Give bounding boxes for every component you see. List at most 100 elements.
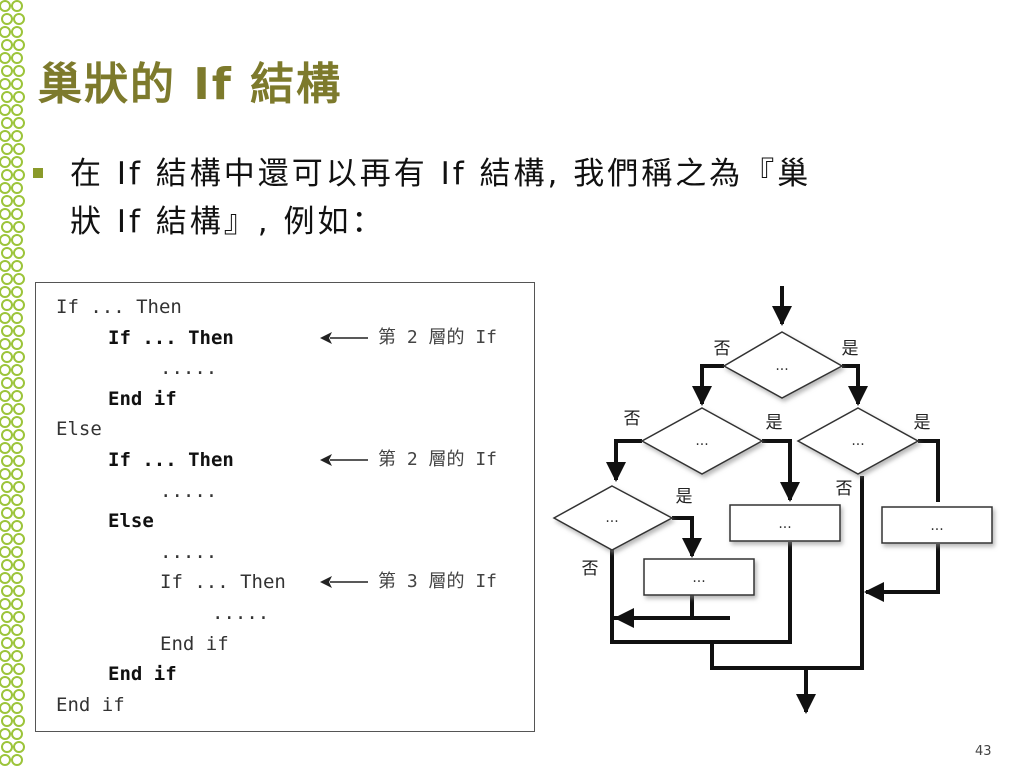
decorative-circle (0, 104, 11, 116)
decorative-circle (0, 234, 11, 246)
bullet-square-icon (33, 168, 43, 178)
decorative-circle (0, 468, 11, 480)
code-line: End if (160, 632, 229, 655)
decorative-circle (13, 91, 25, 103)
decorative-circle (1, 715, 13, 727)
decorative-circle (13, 351, 25, 363)
d2-yes-connector (762, 439, 800, 502)
d4-no-label: 否 (836, 479, 853, 499)
decorative-circle (1, 169, 13, 181)
decorative-circle (11, 442, 23, 454)
decorative-circle (0, 702, 11, 714)
decision-1-text: ... (775, 358, 788, 374)
code-line: ..... (160, 479, 218, 502)
code-line: If ... Then (160, 571, 286, 594)
decorative-circle (1, 585, 13, 597)
decorative-circle (13, 195, 25, 207)
bullet-text-line-1: 在 If 結構中還可以再有 If 結構, 我們稱之為『巢 (70, 156, 812, 192)
decorative-circle (11, 650, 23, 662)
decorative-circle (0, 156, 11, 168)
decorative-circle (0, 442, 11, 454)
decorative-circle (11, 702, 23, 714)
decorative-circle (11, 130, 23, 142)
d3-no-label: 否 (582, 559, 599, 579)
nested-if-flowchart: ... ... ... ... ... ... ... 否 是 否 是 是 否 … (552, 286, 993, 714)
decorative-circle (11, 52, 23, 64)
decorative-circle (1, 195, 13, 207)
decorative-circle (11, 416, 23, 428)
decorative-circle (13, 559, 25, 571)
decorative-circle (0, 598, 11, 610)
d1-yes-connector (842, 364, 868, 406)
code-line: Else (108, 510, 154, 533)
decorative-circle (11, 208, 23, 220)
p3-return-connector (614, 594, 694, 628)
decorative-circle (0, 208, 11, 220)
d4-yes-label: 是 (914, 413, 931, 433)
decorative-circle (1, 559, 13, 571)
decorative-circle (0, 78, 11, 90)
decorative-circle (1, 741, 13, 753)
decorative-circle (13, 39, 25, 51)
decorative-circle (11, 26, 23, 38)
decorative-circle (0, 624, 11, 636)
d3-yes-connector (672, 516, 702, 558)
decorative-circle (13, 429, 25, 441)
code-line: End if (56, 693, 125, 716)
d2-no-label: 否 (624, 409, 641, 429)
d4-yes-connector (918, 439, 940, 502)
code-line: End if (108, 387, 177, 410)
decorative-circle (13, 585, 25, 597)
decorative-circle (1, 247, 13, 259)
process-1-text: ... (778, 516, 791, 532)
decorative-circle (0, 260, 11, 272)
process-3-text: ... (692, 570, 705, 586)
process-box-2 (881, 506, 993, 544)
decorative-circle (1, 143, 13, 155)
decorative-circle (0, 546, 11, 558)
decorative-circle (13, 273, 25, 285)
decision-diamond-3 (552, 485, 674, 551)
process-2-text: ... (930, 518, 943, 534)
decorative-circle (13, 481, 25, 493)
code-line: ..... (212, 602, 270, 624)
decorative-circle (1, 221, 13, 233)
decorative-circle (11, 312, 23, 324)
decorative-circle (13, 117, 25, 129)
decorative-circle (13, 715, 25, 727)
decorative-circle (0, 416, 11, 428)
decision-diamond-1 (722, 331, 844, 399)
d4-no-connector (710, 476, 864, 670)
left-arrow-icon (320, 331, 368, 344)
p2-return-connector (864, 544, 940, 602)
decorative-circle (13, 299, 25, 311)
decorative-circle (13, 169, 25, 181)
decorative-circle (1, 65, 13, 77)
decorative-circle (13, 221, 25, 233)
decorative-circle (0, 650, 11, 662)
code-line: End if (108, 663, 177, 686)
decorative-circle (0, 390, 11, 402)
decorative-circle (11, 78, 23, 90)
decorative-circle (13, 455, 25, 467)
decorative-circle (0, 26, 11, 38)
level-annotation: 第 3 層的 If (378, 571, 498, 593)
decorative-circle (0, 52, 11, 64)
decorative-circle (11, 104, 23, 116)
decorative-circle (11, 182, 23, 194)
decorative-circle (13, 247, 25, 259)
decorative-circle (11, 546, 23, 558)
decorative-circle (1, 533, 13, 545)
decorative-circle (1, 455, 13, 467)
decorative-circle (13, 13, 25, 25)
decorative-circle (13, 663, 25, 675)
decorative-circle (1, 91, 13, 103)
code-line: If ... Then (108, 449, 234, 471)
decorative-circle (0, 520, 11, 532)
process-box-1 (729, 504, 841, 542)
decorative-circle (0, 338, 11, 350)
process-box-3 (643, 558, 755, 596)
decorative-circle (13, 741, 25, 753)
code-line: Else (56, 418, 102, 441)
